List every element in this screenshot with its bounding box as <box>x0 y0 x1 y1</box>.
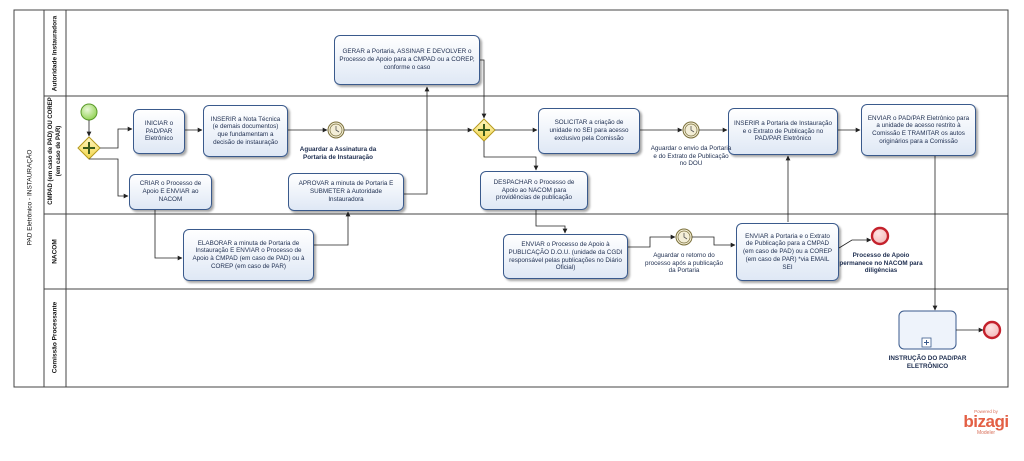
parallel-gateway-1 <box>77 136 101 160</box>
task-gerar-portaria[interactable]: GERAR a Portaria, ASSINAR E DEVOLVER o P… <box>334 35 480 85</box>
timer-event-envio <box>682 121 700 139</box>
subprocess-instrucao <box>898 310 957 350</box>
task-inserir-portaria[interactable]: INSERIR a Portaria de Instauração e o Ex… <box>728 108 838 155</box>
parallel-gateway-2 <box>472 118 496 142</box>
task-elaborar-minuta[interactable]: ELABORAR a minuta de Portaria de Instaur… <box>183 229 314 281</box>
task-enviar-portaria-extrato[interactable]: ENVIAR a Portaria e o Extrato de Publica… <box>736 223 839 281</box>
logo-powered-by: Powered by <box>974 409 998 414</box>
sequence-flows <box>86 59 984 333</box>
end-event-comissao <box>982 320 1002 340</box>
lane-label-cmpad: CMPAD (em caso de PAD) OU COREP (em caso… <box>48 97 62 205</box>
timer-event-retorno <box>675 228 693 246</box>
task-criar-processo[interactable]: CRIAR o Processo de Apoio E ENVIAR ao NA… <box>129 174 212 210</box>
label-aguardar-envio: Aguardar o envio da Portaria e do Extrat… <box>650 145 732 168</box>
logo-brand: bizagi <box>963 412 1009 431</box>
label-subprocess: INSTRUÇÃO DO PAD/PAR ELETRÔNICO <box>888 355 967 370</box>
task-solicitar-unidade[interactable]: SOLICITAR a criação de unidade no SEI pa… <box>538 108 640 154</box>
lane-label-comissao: Comissão Processante <box>51 301 59 374</box>
label-aguardar-retorno: Aguardar o retorno do processo após a pu… <box>644 252 724 275</box>
start-event <box>80 103 98 121</box>
timer-event-assinatura <box>327 121 345 139</box>
task-enviar-pad[interactable]: ENVIAR o PAD/PAR Eletrônico para a unida… <box>861 104 976 156</box>
lane-label-autoridade: Autoridade Instauradora <box>51 15 59 92</box>
bizagi-logo: Powered by bizagi Modeler <box>958 409 1014 436</box>
task-despachar[interactable]: DESPACHAR o Processo de Apoio ao NACOM p… <box>480 171 588 210</box>
task-aprovar-minuta[interactable]: APROVAR a minuta de Portaria E SUBMETER … <box>288 173 404 211</box>
end-event-nacom <box>870 226 890 246</box>
label-end-nacom: Processo de Apoio permanece no NACOM par… <box>839 252 923 275</box>
logo-sub: Modeler <box>976 430 996 436</box>
task-iniciar[interactable]: INICIAR o PAD/PAR Eletrônico <box>133 109 185 154</box>
pool-title: PAD Eletrônico - INSTAURAÇÃO <box>26 149 34 246</box>
task-inserir-nota[interactable]: INSERIR a Nota Técnica (e demais documen… <box>203 105 288 157</box>
pool-border <box>13 9 1009 388</box>
task-enviar-publicacao[interactable]: ENVIAR o Processo de Apoio à PUBLICAÇÃO … <box>503 234 628 279</box>
label-aguardar-assinatura: Aguardar a Assinatura da Portaria de Ins… <box>299 146 377 161</box>
lane-label-nacom: NACOM <box>51 239 59 264</box>
